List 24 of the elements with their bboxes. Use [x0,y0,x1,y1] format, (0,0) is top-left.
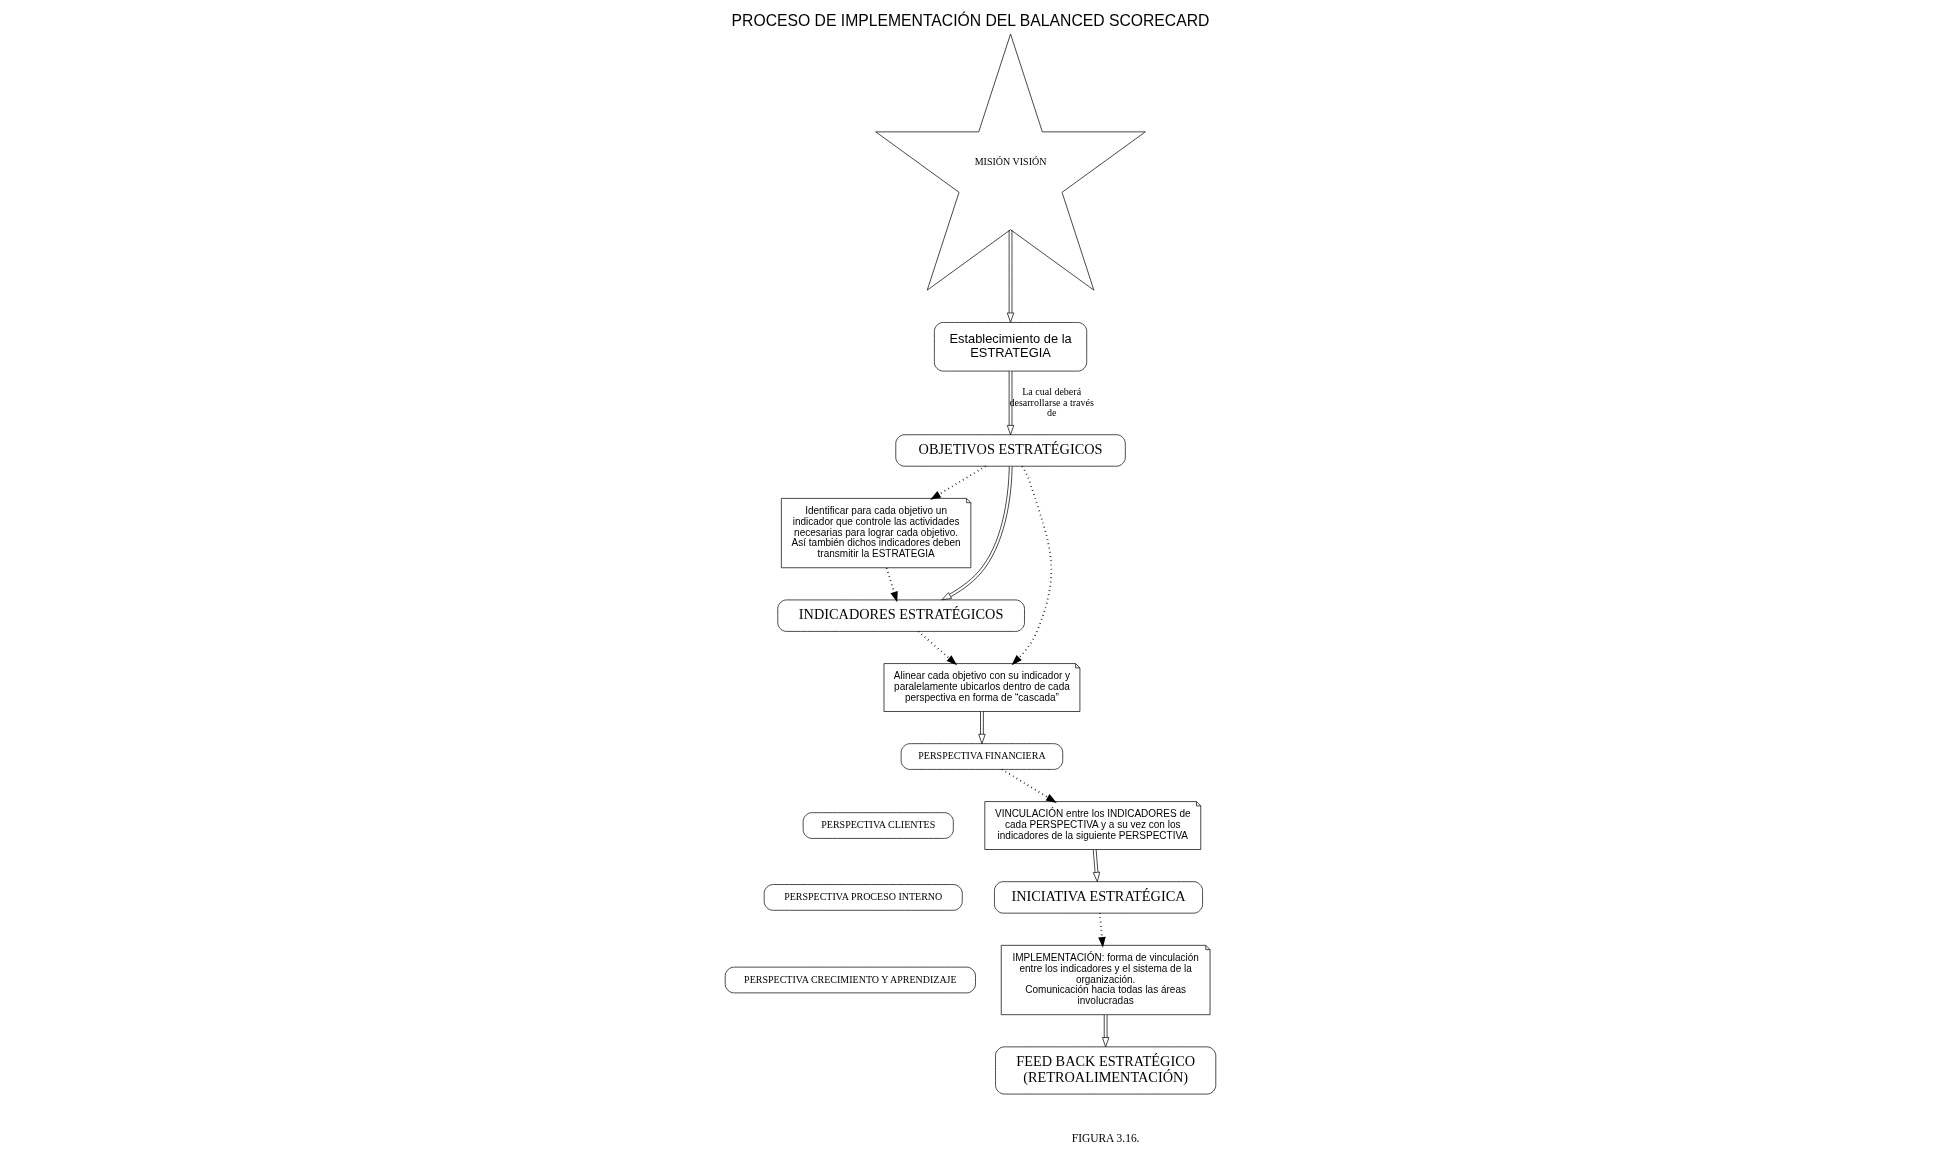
arrow [940,466,1012,601]
node-box: PERSPECTIVA FINANCIERA [900,743,1063,770]
arrow [977,711,986,744]
arrow [1011,465,1052,666]
node-box: PERSPECTIVA CRECIMIENTO Y APRENDIZAJE [724,966,976,994]
arrow [1101,1014,1109,1048]
arrow [1006,370,1014,436]
arrow [1006,229,1014,323]
diagram-title: PROCESO DE IMPLEMENTACIÓN DEL BALANCED SCORECARD [731,12,1209,30]
edge-label: La cual deberá desarrollarse a través de [1008,385,1094,419]
label: FIGURA 3.16. [1071,1131,1139,1144]
node-box: FEED BACK ESTRATÉGICO (RETROALIMENTACIÓN) [994,1046,1216,1095]
node-box: INICIATIVA ESTRATÉGICA [993,881,1203,914]
arrow [885,567,898,603]
node-box: INDICADORES ESTRATÉGICOS [776,599,1025,632]
node-box: PERSPECTIVA CLIENTES [802,812,954,839]
arrow [917,630,957,666]
node-box: PERSPECTIVA PROCESO INTERNO [763,884,963,911]
arrow [1092,849,1100,882]
arrow [929,465,986,500]
arrow [1000,768,1057,803]
node-box: OBJETIVOS ESTRATÉGICOS [894,434,1126,467]
node-box: Establecimiento de la ESTRATEGIA [933,322,1087,372]
arrow [1097,912,1106,948]
